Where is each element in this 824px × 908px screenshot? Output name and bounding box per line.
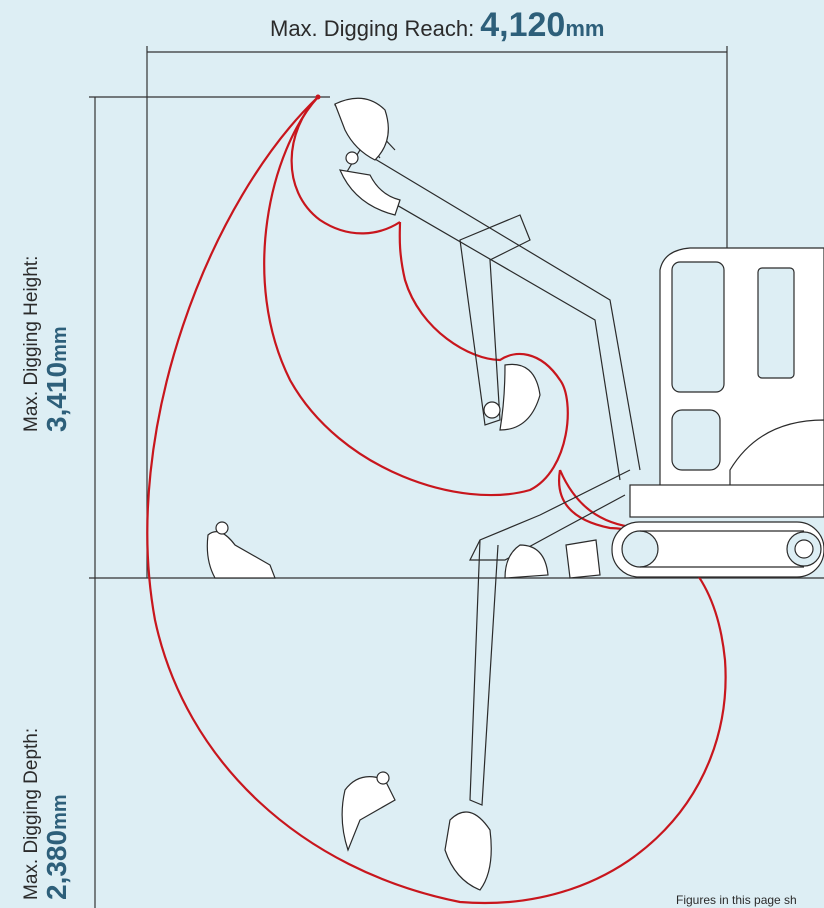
reach-unit: mm [565, 16, 605, 41]
upper-frame [629, 484, 824, 518]
engine-cover [729, 419, 824, 501]
reach-title: Max. Digging Reach: [270, 16, 475, 41]
middle-envelope-curve [263, 96, 569, 497]
bucket-positions [206, 521, 396, 852]
bucket-mid [499, 363, 541, 431]
bucket-deep-pin [376, 771, 390, 785]
height-unit: mm [48, 326, 71, 362]
crawler-track [611, 521, 824, 578]
idler-wheel [621, 530, 659, 568]
height-title: Max. Digging Height: [21, 255, 42, 432]
cab-window-rear [757, 267, 795, 379]
max-digging-depth-label: Max. Digging Depth: 2,380mm [21, 727, 72, 900]
height-value-row: 3,410mm [41, 326, 72, 432]
depth-value-row: 2,380mm [41, 794, 72, 900]
bucket-low [444, 811, 492, 891]
bucket-ground [504, 544, 549, 579]
reach-value: 4,120 [480, 6, 566, 44]
boom-arm-mid [459, 214, 541, 431]
dozer-blade [565, 539, 601, 579]
inner-envelope-curve [290, 96, 401, 235]
boom-arm-high [333, 97, 641, 481]
sprocket-hub [794, 539, 814, 559]
arm-mid [459, 214, 531, 426]
cab-window [671, 261, 725, 393]
max-digging-height-label: Max. Digging Height: 3,410mm [21, 255, 72, 432]
depth-title: Max. Digging Depth: [21, 727, 42, 900]
arm-pin-mid [483, 401, 501, 419]
bucket-left-ground [206, 531, 276, 579]
reach-point-marker [315, 94, 321, 100]
bucket-high-upper [334, 97, 389, 161]
excavator-drawing [565, 247, 824, 579]
bucket-left-deep [341, 776, 396, 852]
bucket-left-pin [215, 521, 229, 535]
boom-arm-low [444, 469, 631, 891]
dimension-lines [89, 46, 824, 908]
cab-door-panel [671, 409, 721, 471]
height-value: 3,410 [40, 361, 72, 432]
boom-pin-high [345, 151, 359, 165]
boom-low [469, 469, 631, 561]
arm-low [469, 539, 499, 806]
max-digging-reach-label: Max. Digging Reach:4,120mm [270, 6, 604, 45]
depth-value: 2,380 [40, 829, 72, 900]
footnote: Figures in this page sh [676, 893, 797, 907]
bucket-high-lower [339, 169, 401, 216]
depth-unit: mm [48, 794, 71, 830]
